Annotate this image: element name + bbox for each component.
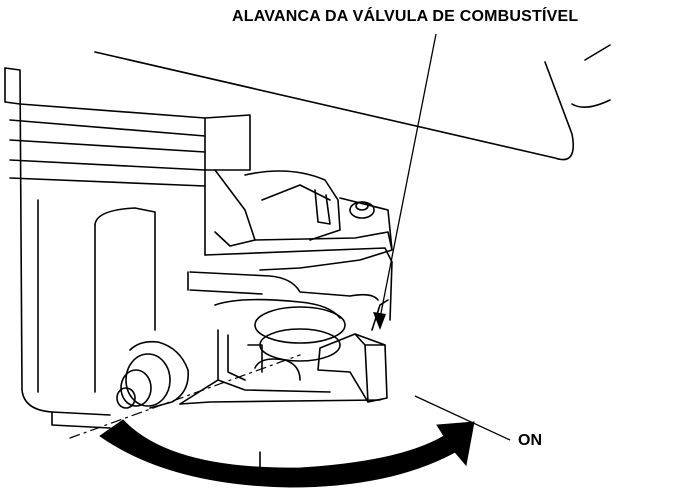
drain-bolt [116, 340, 189, 409]
leader-line-on [414, 395, 511, 441]
rotation-direction-arrow [99, 419, 475, 488]
fuel-tank-outline [94, 44, 611, 161]
leader-arrowhead [373, 312, 386, 330]
valve-axis-centerline [69, 354, 301, 439]
engine-block [4, 67, 251, 416]
fuel-valve-lever-label: ALAVANCA DA VÁLVULA DE COMBUSTÍVEL [232, 8, 579, 25]
fuel-valve-housing [179, 271, 381, 405]
carburetor-area [204, 169, 393, 321]
leader-line-lever [379, 33, 437, 319]
fuel-valve-lever [317, 299, 389, 403]
on-position-label: ON [518, 432, 542, 449]
